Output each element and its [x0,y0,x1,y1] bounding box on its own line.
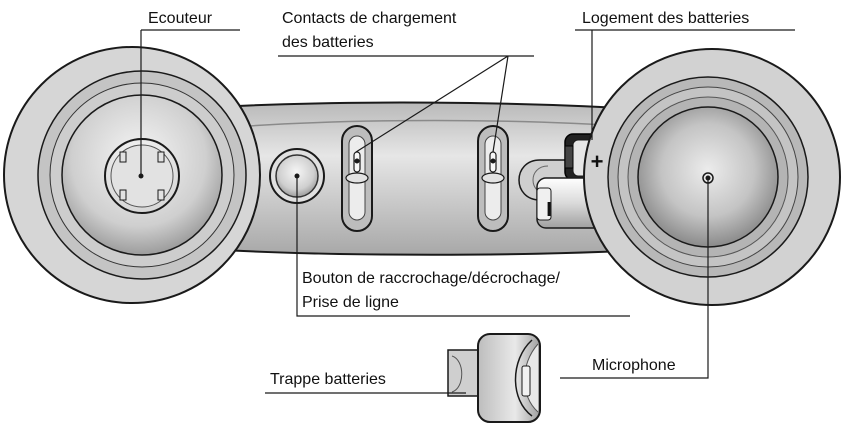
leader-logement [575,29,795,140]
label-trappe: Trappe batteries [270,371,386,388]
label-contacts-line2: des batteries [282,34,374,51]
label-contacts-line1: Contacts de chargement [282,10,457,27]
earpiece-grille [104,138,180,214]
label-bouton-line1: Bouton de raccrochage/décrochage/ [302,270,560,287]
battery-plus-symbol: + [591,149,604,174]
label-microphone: Microphone [592,357,676,374]
leader-microphone [560,178,709,379]
microphone-cup [583,48,841,306]
leader-bouton [296,176,630,317]
battery-door [447,333,541,423]
charging-contact-right [477,125,509,232]
leader-contacts [278,55,534,153]
leader-ecouteur [140,29,240,176]
label-ecouteur: Ecouteur [148,10,213,27]
leader-lines [140,29,795,394]
label-bouton-line2: Prise de ligne [302,294,399,311]
charging-contact-left [341,125,373,232]
earpiece [3,46,261,304]
battery-minus-symbol: I [546,199,552,221]
label-logement: Logement des batteries [582,10,750,27]
